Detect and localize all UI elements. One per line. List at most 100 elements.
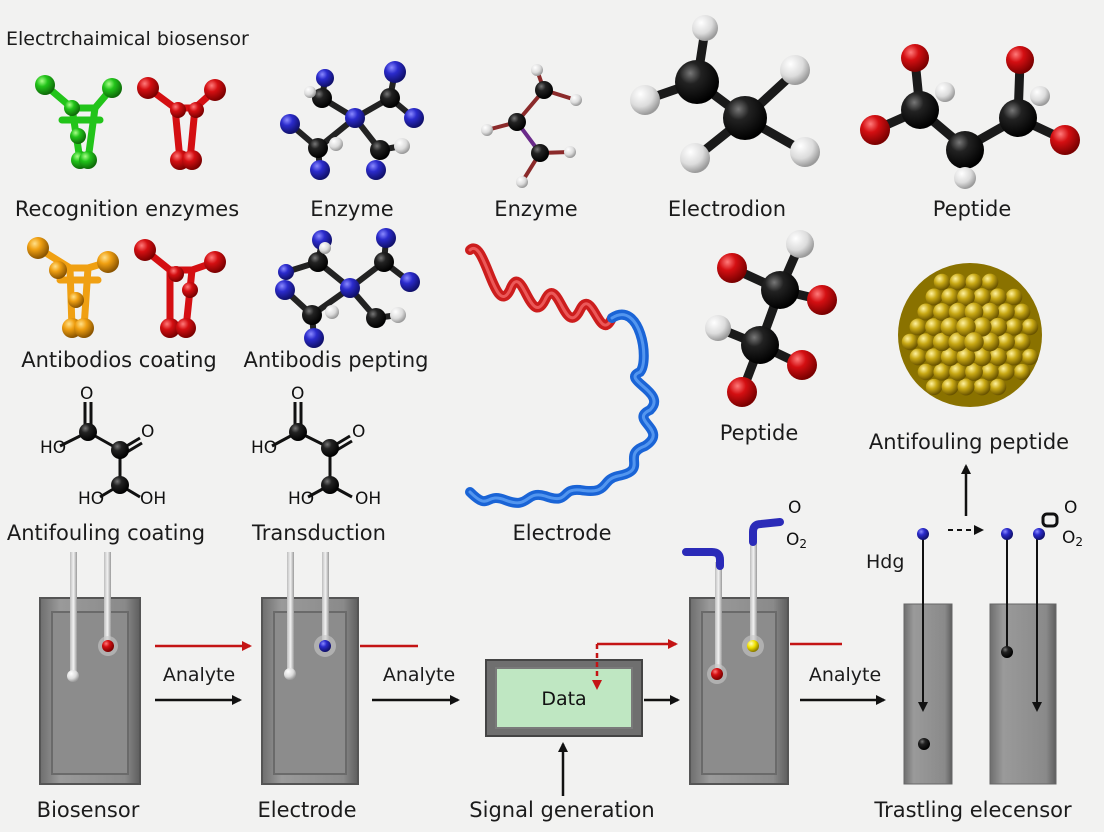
chem-o-1b: O	[141, 422, 155, 442]
chem-o2-signal: O2	[786, 530, 808, 551]
gold-sphere	[989, 348, 1007, 366]
gold-sphere	[917, 363, 935, 381]
label-enzyme-2: Enzyme	[494, 197, 578, 221]
gold-sphere	[1013, 303, 1031, 321]
gold-sphere	[964, 332, 984, 352]
gold-sphere	[988, 317, 1008, 337]
chem-o-2a: O	[291, 384, 305, 404]
biosensor-device	[39, 552, 141, 785]
gold-sphere	[981, 273, 999, 291]
oxalic-atoms-2	[289, 423, 339, 494]
gold-sphere	[957, 288, 975, 306]
label-biosensor: Biosensor	[36, 798, 140, 822]
chem-o2-trastling: O2	[1062, 528, 1084, 549]
gold-sphere	[989, 288, 1007, 306]
chem-ho-2b: HO	[288, 489, 315, 509]
gold-sphere	[972, 317, 992, 337]
antibody-blue-molecule	[275, 228, 420, 348]
gold-sphere	[997, 363, 1015, 381]
label-enzyme-1: Enzyme	[310, 197, 394, 221]
label-trastling-elecensor: Trastling elecensor	[874, 798, 1072, 822]
gold-sphere	[949, 273, 967, 291]
gold-sphere	[909, 318, 927, 336]
chem-o-trastling: O	[1064, 498, 1078, 518]
label-recognition-enzymes: Recognition enzymes	[14, 197, 240, 221]
gold-sphere	[925, 348, 943, 366]
gold-sphere	[941, 288, 959, 306]
trastling-device-left	[903, 528, 953, 785]
trastling-device-right	[989, 512, 1059, 785]
label-electrode-helix: Electrode	[512, 521, 612, 545]
gold-sphere	[980, 302, 1000, 322]
gold-sphere	[956, 317, 976, 337]
gold-sphere	[965, 363, 983, 381]
label-antifouling-coating: Antifouling coating	[6, 521, 206, 545]
gold-sphere	[980, 332, 1000, 352]
oxalic-structure-1	[59, 402, 143, 499]
gold-sphere	[1005, 318, 1023, 336]
label-antibodios-coating: Antibodios coating	[21, 348, 217, 372]
gold-sphere	[917, 333, 935, 351]
electrode-device	[261, 552, 359, 785]
gold-sphere	[925, 318, 943, 336]
electrodion-molecule	[630, 15, 820, 173]
chem-ho-1a: HO	[40, 438, 67, 458]
gold-sphere	[1013, 333, 1031, 351]
gold-sphere	[1005, 288, 1023, 306]
label-antibodis-pepting: Antibodis pepting	[243, 348, 429, 372]
oxalic-atoms-1	[79, 423, 129, 494]
gold-sphere	[940, 347, 960, 367]
gold-sphere	[925, 378, 943, 396]
gold-sphere	[909, 348, 927, 366]
signal-device	[682, 518, 789, 785]
gold-sphere	[997, 333, 1015, 351]
antibody-red-molecule	[134, 239, 226, 338]
gold-sphere	[965, 273, 983, 291]
label-hdg: Hdg	[866, 551, 905, 573]
chem-ho-2a: HO	[251, 438, 278, 458]
gold-sphere	[1005, 348, 1023, 366]
label-analyte-1: Analyte	[162, 664, 236, 686]
label-transduction: Transduction	[252, 521, 386, 545]
chem-o-2b: O	[352, 422, 366, 442]
gold-sphere	[981, 363, 999, 381]
chem-o-signal: O	[788, 498, 802, 518]
label-antifouling-peptide: Antifouling peptide	[868, 430, 1070, 454]
diagram-title: Electrchaimical biosensor	[6, 28, 249, 50]
gold-sphere	[1013, 363, 1031, 381]
electrode-helix	[465, 243, 659, 508]
oxalic-structure-2	[271, 402, 353, 499]
gold-sphere	[1021, 318, 1039, 336]
gold-sphere	[948, 332, 968, 352]
gold-sphere	[973, 288, 991, 306]
gold-sphere	[940, 317, 960, 337]
label-peptide-top: Peptide	[932, 197, 1012, 221]
chem-oh-1: OH	[140, 489, 167, 509]
gold-sphere	[949, 363, 967, 381]
gold-sphere	[933, 363, 951, 381]
recognition-enzyme-green-molecule	[35, 75, 122, 169]
gold-sphere	[957, 378, 975, 396]
gold-sphere	[933, 303, 951, 321]
gold-sphere	[964, 302, 984, 322]
gold-sphere	[948, 302, 968, 322]
label-signal-generation: Signal generation	[469, 798, 655, 822]
enzyme-molecule-1	[280, 61, 424, 180]
gold-nanoparticle-cluster	[898, 263, 1042, 407]
data-box	[485, 659, 643, 737]
chem-ho-1b: HO	[78, 489, 105, 509]
gold-sphere	[901, 333, 919, 351]
label-analyte-2: Analyte	[382, 664, 456, 686]
antibody-orange-molecule	[27, 237, 119, 338]
gold-sphere	[989, 378, 1007, 396]
gold-sphere	[925, 288, 943, 306]
label-peptide-mid: Peptide	[719, 421, 799, 445]
gold-sphere	[973, 378, 991, 396]
label-electrode: Electrode	[257, 798, 357, 822]
label-analyte-3: Analyte	[808, 664, 882, 686]
gold-sphere	[933, 273, 951, 291]
chem-o-1a: O	[80, 384, 94, 404]
gold-sphere	[972, 347, 992, 367]
data-box-label: Data	[541, 688, 587, 710]
